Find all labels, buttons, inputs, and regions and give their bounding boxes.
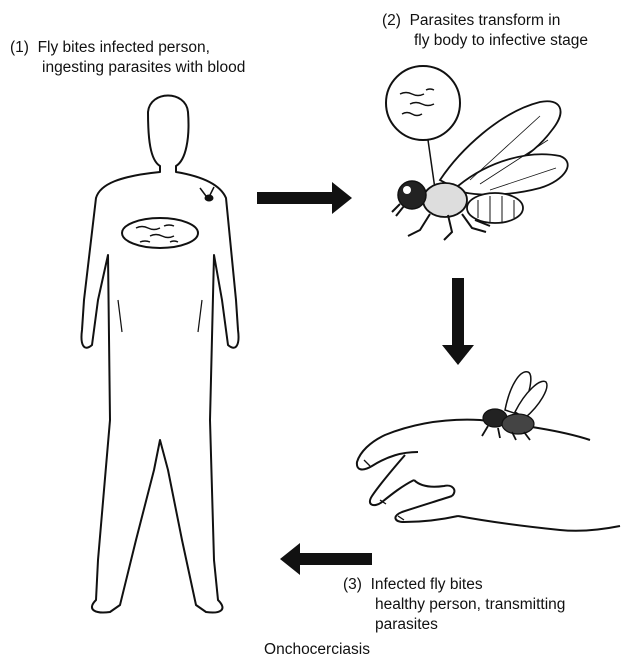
parasites-in-blood-bubble <box>122 218 198 248</box>
step-1-text-line-2: ingesting parasites with blood <box>10 58 245 78</box>
fly-on-shoulder-icon <box>200 187 214 201</box>
step-1-label: (1) Fly bites infected person, ingesting… <box>10 38 245 78</box>
step-2-text-line-1: Parasites transform in <box>410 12 561 29</box>
step-3-text-line-2: healthy person, transmitting <box>343 595 565 615</box>
step-1-text-line-1: Fly bites infected person, <box>38 39 210 56</box>
arrow-left <box>280 543 372 575</box>
step-3-number: (3) <box>343 576 362 593</box>
arrow-right <box>257 182 352 214</box>
hand-with-fly-figure <box>357 420 620 531</box>
fly-on-hand-icon <box>482 372 547 440</box>
infected-person-figure <box>81 96 238 613</box>
step-3-text-line-1: Infected fly bites <box>371 576 483 593</box>
step-2-text-line-2: fly body to infective stage <box>382 31 588 51</box>
step-2-number: (2) <box>382 12 401 29</box>
step-2-label: (2) Parasites transform in fly body to i… <box>382 11 588 51</box>
fly-with-parasites-figure <box>386 66 568 240</box>
step-3-text-line-3: parasites <box>343 615 565 635</box>
step-3-label: (3) Infected fly bites healthy person, t… <box>343 575 565 635</box>
arrow-down <box>442 278 474 365</box>
diagram-caption: Onchocerciasis <box>0 641 634 659</box>
step-1-number: (1) <box>10 39 29 56</box>
